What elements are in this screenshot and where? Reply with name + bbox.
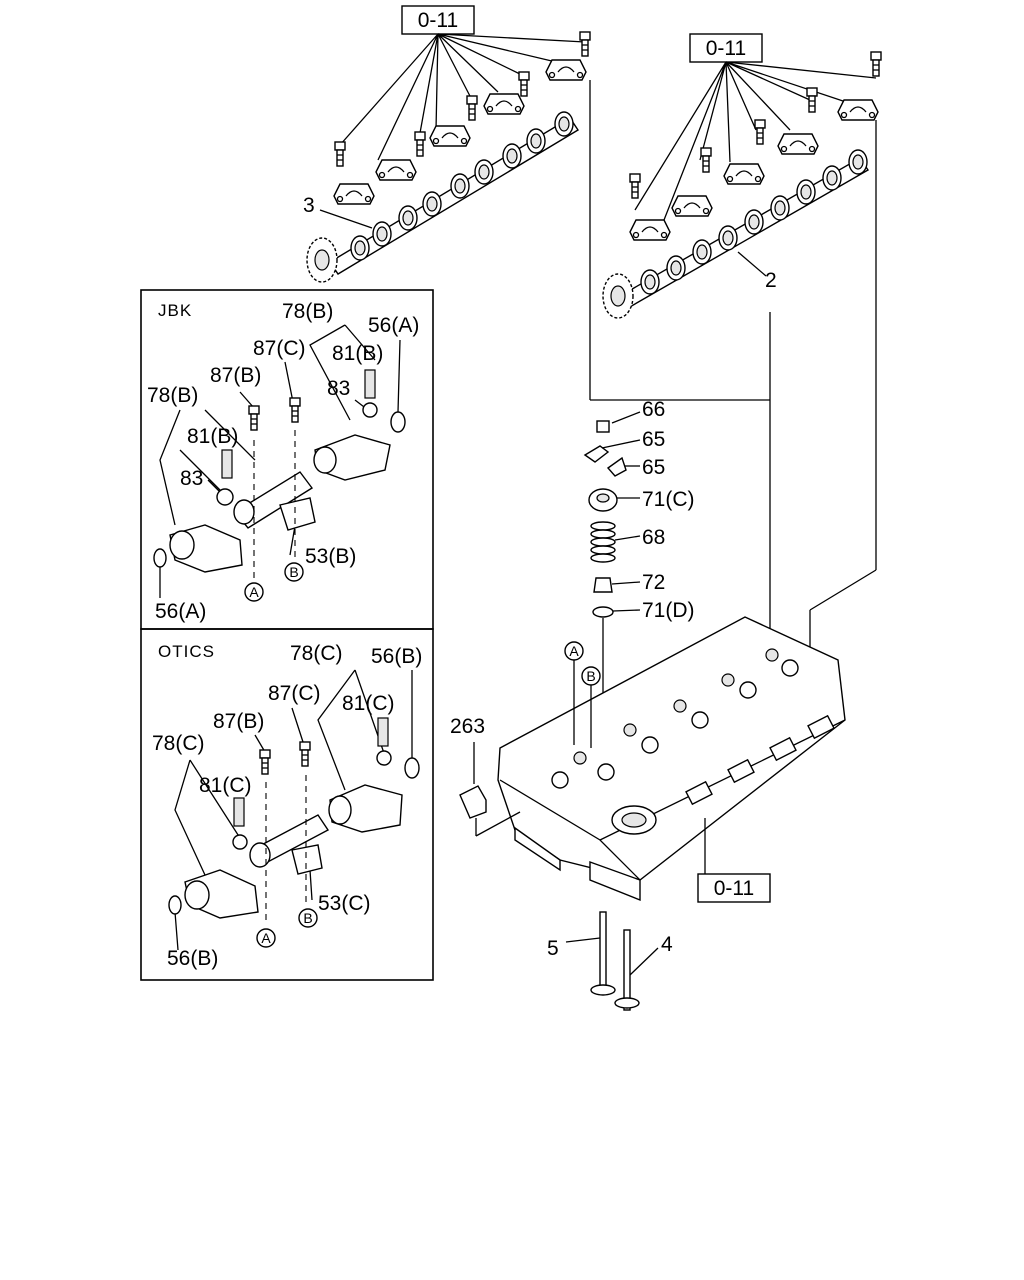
ref-box-head xyxy=(697,873,771,903)
part-label-5: 5 xyxy=(547,937,559,960)
marker-a-jbk xyxy=(244,582,264,602)
marker-a-jbk-text: A xyxy=(249,584,259,600)
part-label-68: 68 xyxy=(642,526,665,549)
part-label-2: 2 xyxy=(765,269,777,292)
marker-a-otics xyxy=(256,928,276,948)
part-label-71c: 71(C) xyxy=(642,488,695,511)
part-263 xyxy=(459,785,487,819)
ref-label-top-right: 0-11 xyxy=(706,37,746,60)
label-56b-top: 56(B) xyxy=(371,645,422,668)
ref-box-top-left xyxy=(401,5,475,35)
panel-otics-title: OTICS xyxy=(158,642,215,661)
marker-a-head-text: A xyxy=(569,643,579,659)
label-56b-bottom: 56(B) xyxy=(167,947,218,970)
label-87b-otics: 87(B) xyxy=(213,710,264,733)
part-68-spring xyxy=(590,521,616,563)
part-263-group: 263 xyxy=(450,715,521,837)
panel-otics-frame xyxy=(140,628,434,981)
label-78b-left: 78(B) xyxy=(147,384,198,407)
marker-b-head-text: B xyxy=(586,668,595,684)
head-bores xyxy=(551,648,799,789)
valve-5-stem xyxy=(599,911,607,993)
valve-4-stem xyxy=(623,929,631,1011)
marker-b-jbk xyxy=(284,562,304,582)
part-72 xyxy=(593,577,613,593)
part-label-263: 263 xyxy=(450,715,485,738)
marker-a-otics-text: A xyxy=(261,930,271,946)
part-label-4: 4 xyxy=(661,933,673,956)
label-83-left: 83 xyxy=(180,467,203,490)
valves-group: 5 4 xyxy=(547,911,673,1011)
label-81c-left: 81(C) xyxy=(199,774,252,797)
part-65b xyxy=(606,456,627,477)
part-label-71d: 71(D) xyxy=(642,599,695,622)
part-label-72: 72 xyxy=(642,571,665,594)
part-label-3: 3 xyxy=(303,194,315,217)
panel-otics: OTICS 78(C) 56(B) 87(C) 81(C) 87(B) 78(C… xyxy=(140,628,434,981)
label-56a-top: 56(A) xyxy=(368,314,419,337)
cylinder-head: A B 0-11 xyxy=(497,616,846,903)
ref-label-head: 0-11 xyxy=(714,877,754,900)
adjust-screw-81c-right xyxy=(377,717,389,747)
marker-b-otics xyxy=(298,908,318,928)
label-53c: 53(C) xyxy=(318,892,371,915)
marker-b-jbk-text: B xyxy=(289,564,298,580)
camshaft-exhaust-group: 0-11 3 xyxy=(303,5,770,401)
label-83-top: 83 xyxy=(327,377,350,400)
part-label-66: 66 xyxy=(642,398,665,421)
label-78c-left: 78(C) xyxy=(152,732,205,755)
panel-jbk: JBK 78(B) 56(A) 87(C) 81(B) 87(B) 83 78(… xyxy=(140,289,434,630)
adjust-screw-81b-right xyxy=(364,369,376,399)
ref-label-top-left: 0-11 xyxy=(418,9,458,32)
label-87c-otics: 87(C) xyxy=(268,682,321,705)
label-78b-top: 78(B) xyxy=(282,300,333,323)
label-56a-bottom: 56(A) xyxy=(155,600,206,623)
label-81c-top: 81(C) xyxy=(342,692,395,715)
part-65a xyxy=(583,445,610,463)
label-53b: 53(B) xyxy=(305,545,356,568)
valve-4-head xyxy=(614,997,640,1009)
part-label-65b: 65 xyxy=(642,456,665,479)
label-87c: 87(C) xyxy=(253,337,306,360)
label-87b: 87(B) xyxy=(210,364,261,387)
valve-5-head xyxy=(590,984,616,996)
valve-parts-stack: 66 65 65 71(C) 68 72 71(D) xyxy=(583,398,695,742)
adjust-screw-81c-left xyxy=(233,797,245,827)
label-78c-top: 78(C) xyxy=(290,642,343,665)
camshaft-intake-group: 0-11 2 xyxy=(602,33,882,650)
part-label-65a: 65 xyxy=(642,428,665,451)
label-81b-top: 81(B) xyxy=(332,342,383,365)
part-66 xyxy=(596,420,610,433)
panel-jbk-title: JBK xyxy=(158,301,192,320)
head-side-windows xyxy=(685,714,835,806)
part-71d xyxy=(592,606,614,618)
adjust-screw-81b-left xyxy=(221,449,233,479)
ref-box-top-right xyxy=(689,33,763,63)
marker-b-otics-text: B xyxy=(303,910,312,926)
